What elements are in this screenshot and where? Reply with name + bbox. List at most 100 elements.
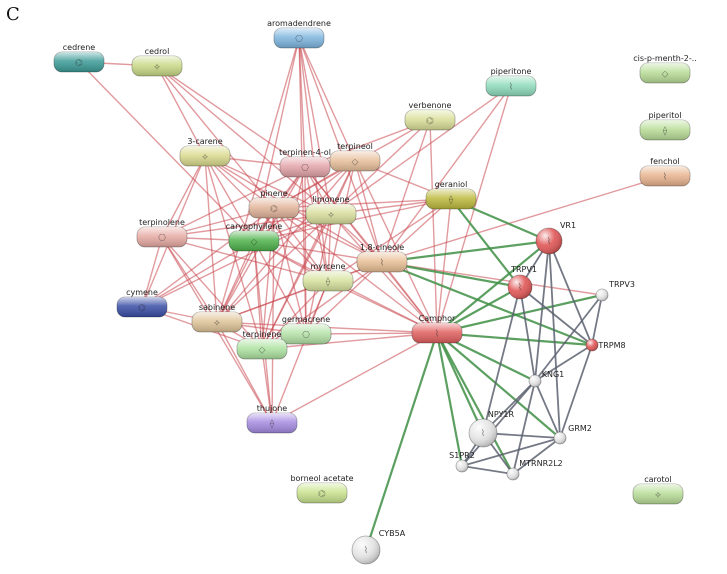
node-cedrol[interactable]: ⟡cedrol xyxy=(131,47,183,77)
edge-cedrol-3-carene xyxy=(156,65,206,157)
node-caryophyllene[interactable]: ◇caryophyllene xyxy=(226,222,283,252)
edge-terpineol-Camphor xyxy=(354,160,438,334)
edge-limonene-myrcene xyxy=(327,213,332,282)
node-terpineol[interactable]: ◇terpineol xyxy=(329,142,381,172)
node-label: cedrene xyxy=(63,43,96,52)
structure-icon: ◇ xyxy=(352,158,359,168)
node-label: myrcene xyxy=(311,262,346,271)
structure-icon: ⌇ xyxy=(364,545,368,556)
node-cedrene[interactable]: ⌬cedrene xyxy=(53,43,105,73)
node-germacrene[interactable]: ⎔germacrene xyxy=(280,315,332,345)
nodes-layer: ⌬cedrene⟡cedrol⎔aromadendrene◇cis-p-ment… xyxy=(53,19,697,565)
edge-caryophyllene-germacrene xyxy=(253,240,307,335)
node-3-carene[interactable]: ⟡3-carene xyxy=(179,137,231,167)
structure-icon: ⟡ xyxy=(214,319,220,329)
edge-fenchol-1,8-cineole xyxy=(381,175,666,263)
node-label: cymene xyxy=(126,288,158,297)
edge-Camphor-TRPM8 xyxy=(436,331,593,347)
node-ball-shine xyxy=(529,375,541,387)
node-label: 1,8-cineole xyxy=(360,243,404,252)
node-aromadendrene[interactable]: ⎔aromadendrene xyxy=(267,19,331,49)
node-myrcene[interactable]: ⟠myrcene xyxy=(302,262,354,292)
node-sabinene[interactable]: ⟡sabinene xyxy=(191,303,243,333)
edge-limonene-terpinolene xyxy=(161,213,332,238)
node-label: S1PR2 xyxy=(449,451,475,460)
edge-TRPV1-TRPM8 xyxy=(519,286,593,346)
edge-geraniol-TRPV1 xyxy=(450,198,521,288)
node-terpinen-4-ol[interactable]: ⎔ terpinen-4-ol xyxy=(279,148,331,178)
node-s1pr2[interactable]: S1PR2 xyxy=(449,451,475,473)
node-vr1[interactable]: ⌇VR1 xyxy=(535,221,576,255)
node-label: pinene xyxy=(260,189,287,198)
edge-KNG1-MTRNR2L2 xyxy=(512,380,536,475)
structure-icon: ⎔ xyxy=(301,164,309,174)
node-mtrnr2l2[interactable]: MTRNR2L2 xyxy=(506,459,563,481)
node-pill-shine xyxy=(132,56,182,76)
node-ball-shine xyxy=(456,460,468,472)
node-limonene[interactable]: ⟡limonene xyxy=(305,195,357,225)
edge-1,8-cineole-VR1 xyxy=(381,239,550,264)
node-ball-shine xyxy=(536,228,562,254)
node-cymene[interactable]: ⌬cymene xyxy=(116,288,168,318)
node-pinene[interactable]: ⌬ pinene xyxy=(248,189,300,219)
structure-icon: ⌬ xyxy=(270,205,278,215)
node-pill-shine xyxy=(249,198,299,218)
edge-terpinen-4-ol-terpinene xyxy=(261,166,306,350)
node-label: geraniol xyxy=(435,180,468,189)
node-grm2[interactable]: GRM2 xyxy=(553,424,592,445)
node-label: terpinen-4-ol xyxy=(279,148,331,157)
node-pill-shine xyxy=(303,271,353,291)
node-pill-shine xyxy=(306,204,356,224)
node-label: cis-p-menth-2-.. xyxy=(633,54,697,63)
edge-1,8-cineole-Camphor xyxy=(381,261,438,334)
node-label: cedrol xyxy=(145,47,170,56)
node-borneol-acetate[interactable]: ⌬borneol acetate xyxy=(290,474,354,504)
edge-Camphor-VR1 xyxy=(436,240,550,334)
structure-icon: ⌬ xyxy=(318,490,326,500)
edge-S1PR2-MTRNR2L2 xyxy=(461,465,514,475)
node-terpinene[interactable]: ◇terpinene xyxy=(236,330,288,360)
node-1-8-cineole[interactable]: ⌇1,8-cineole xyxy=(356,243,408,273)
node-pill-shine xyxy=(237,339,287,359)
edge-terpineol-caryophyllene xyxy=(253,160,356,242)
node-label: verbenone xyxy=(409,101,452,110)
edge-VR1-KNG1 xyxy=(534,240,550,382)
node-npy1r[interactable]: ⌇NPY1R xyxy=(468,410,515,448)
edges-layer xyxy=(78,37,666,551)
node-terpinolene[interactable]: ⎔terpinolene xyxy=(136,218,188,248)
node-verbenone[interactable]: ⌬ verbenone xyxy=(404,101,456,131)
node-label: thujone xyxy=(257,404,287,413)
edge-TRPV1-KNG1 xyxy=(519,286,536,382)
edge-cedrene-caryophyllene xyxy=(78,61,255,242)
node-thujone[interactable]: ⟠thujone xyxy=(246,404,298,434)
node-label: piperitone xyxy=(491,67,532,76)
node-carotol[interactable]: ⟡carotol xyxy=(632,475,684,505)
edge-geraniol-myrcene xyxy=(327,198,452,282)
node-kng1[interactable]: KNG1 xyxy=(528,370,564,388)
node-pill-shine xyxy=(180,146,230,166)
node-fenchol[interactable]: ⌇fenchol xyxy=(639,157,691,187)
node-pill-shine xyxy=(426,189,476,209)
edge-cedrol-terpinen-4-ol xyxy=(156,65,306,168)
node-label: TRPV1 xyxy=(510,265,537,274)
structure-icon: ⟡ xyxy=(202,153,208,163)
node-label: limonene xyxy=(312,195,349,204)
node-pill-shine xyxy=(405,110,455,130)
node-trpv3[interactable]: TRPV3 xyxy=(595,280,635,302)
edge-3-carene-caryophyllene xyxy=(204,155,255,242)
node-ball-shine xyxy=(586,339,598,351)
node-cis-p-menth[interactable]: ◇cis-p-menth-2-.. xyxy=(633,54,697,84)
node-trpv1[interactable]: ⌇TRPV1 xyxy=(507,265,537,300)
node-pill-shine xyxy=(486,76,536,96)
node-piperitol[interactable]: ⟠piperitol xyxy=(639,111,691,141)
edge-limonene-sabinene xyxy=(216,213,332,323)
node-camphor[interactable]: ⌇Camphor xyxy=(411,314,463,344)
structure-icon: ⌬ xyxy=(426,117,434,127)
node-piperitone[interactable]: ⌇piperitone xyxy=(485,67,537,97)
node-cyb5a[interactable]: ⌇CYB5A xyxy=(351,529,406,565)
node-geraniol[interactable]: ⟠geraniol xyxy=(425,180,477,210)
node-trpm8[interactable]: TRPM8 xyxy=(585,338,626,352)
edge-Camphor-CYB5A xyxy=(364,332,439,551)
node-pill-shine xyxy=(247,413,297,433)
